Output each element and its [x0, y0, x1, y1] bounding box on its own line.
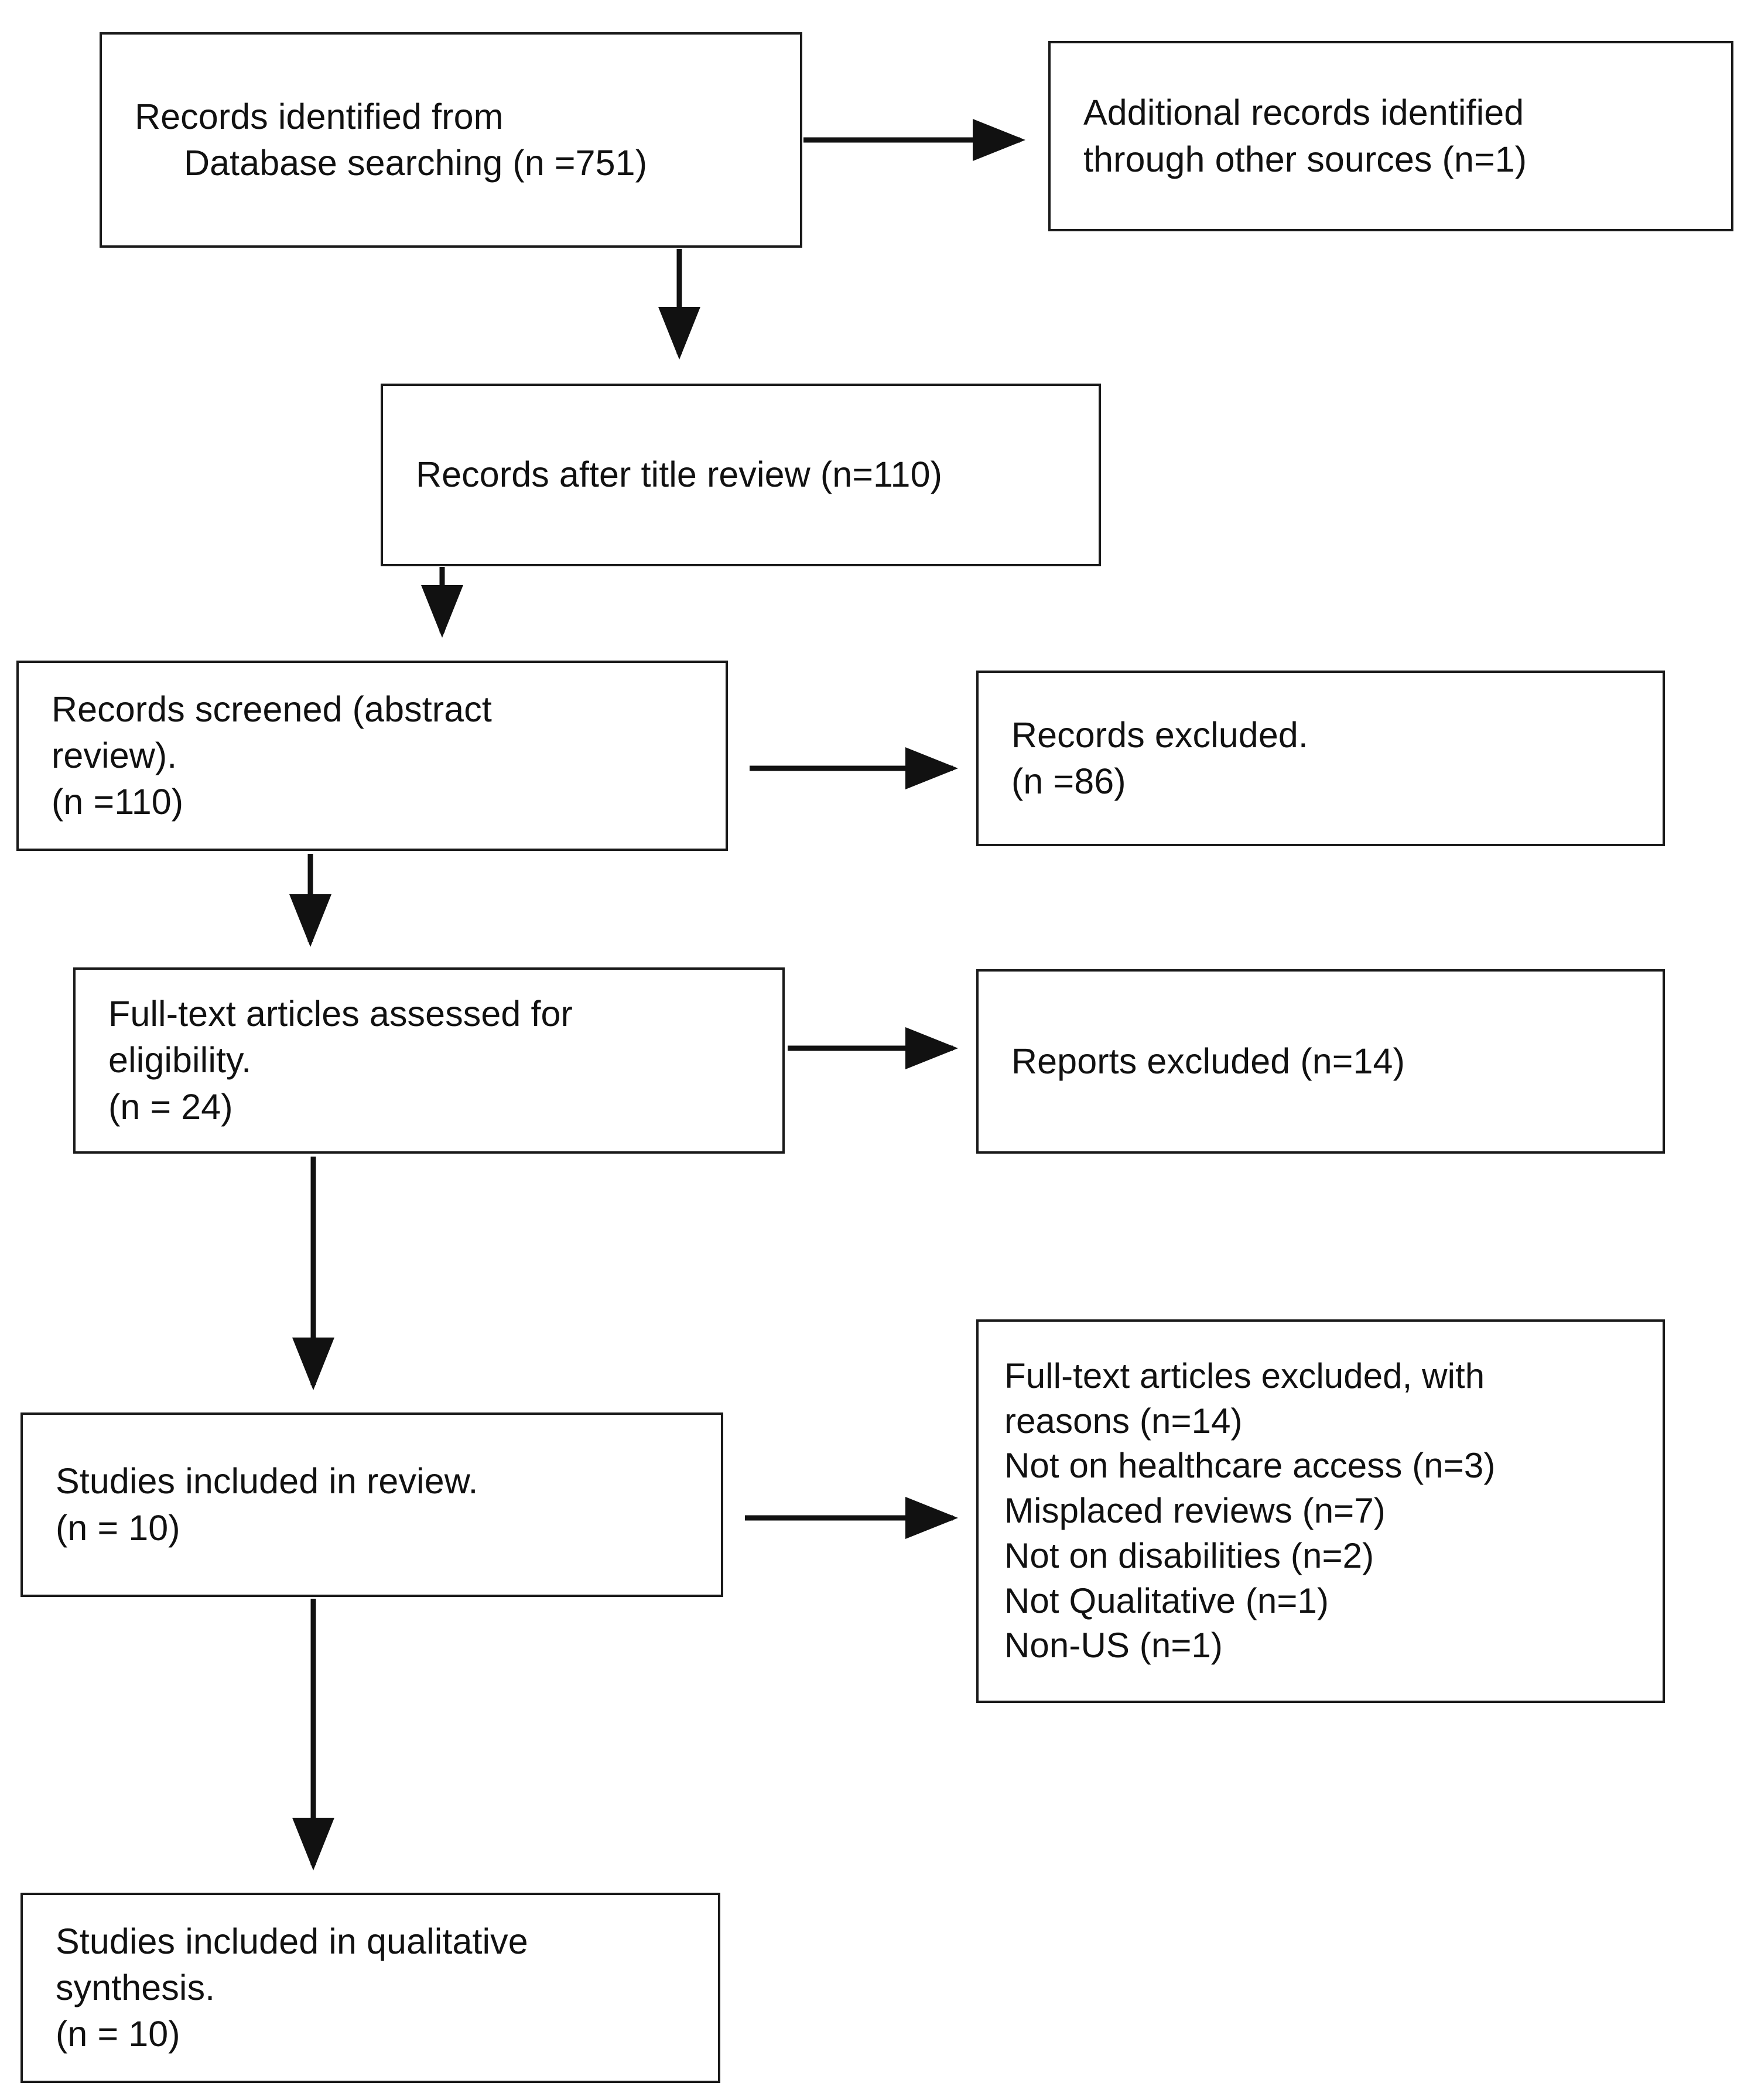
records-identified-line1: Records identified from: [135, 96, 504, 136]
box-fulltext-articles-assessed: Full-text articles assessed for eligibil…: [73, 967, 785, 1154]
box-records-after-title-review: Records after title review (n=110): [381, 384, 1101, 566]
box-records-screened: Records screened (abstract review). (n =…: [16, 661, 728, 851]
box-fulltext-excluded-with-reasons: Full-text articles excluded, with reasons…: [976, 1319, 1665, 1703]
exclusion-heading-line2: reasons (n=14): [1004, 1401, 1243, 1441]
box-studies-included-in-review: Studies included in review. (n = 10): [20, 1412, 723, 1597]
exclusion-heading-line1: Full-text articles excluded, with: [1004, 1356, 1485, 1396]
box-records-excluded: Records excluded. (n =86): [976, 671, 1665, 846]
exclusion-reason-item: Not on disabilities (n=2): [1004, 1535, 1374, 1575]
box-additional-records: Additional records identified through ot…: [1048, 41, 1733, 231]
box-additional-records-text: Additional records identified through ot…: [1083, 93, 1527, 179]
box-reports-excluded: Reports excluded (n=14): [976, 969, 1665, 1154]
exclusion-reason-item: Misplaced reviews (n=7): [1004, 1491, 1386, 1531]
box-records-screened-text: Records screened (abstract review). (n =…: [52, 689, 492, 822]
exclusion-reason-item: Not on healthcare access (n=3): [1004, 1446, 1496, 1486]
box-reports-excluded-text: Reports excluded (n=14): [1011, 1041, 1405, 1081]
box-studies-included-qualitative-synthesis: Studies included in qualitative synthesi…: [20, 1893, 720, 2083]
box-studies-included-qualitative-synthesis-text: Studies included in qualitative synthesi…: [56, 1921, 528, 2054]
exclusion-reason-item: Not Qualitative (n=1): [1004, 1581, 1329, 1620]
box-fulltext-excluded-with-reasons-text: Full-text articles excluded, with reasons…: [979, 1354, 1663, 1669]
exclusion-reason-item: Non-US (n=1): [1004, 1626, 1223, 1665]
records-identified-line2: Database searching (n =751): [184, 143, 648, 183]
box-records-excluded-text: Records excluded. (n =86): [1011, 714, 1308, 801]
box-records-after-title-review-text: Records after title review (n=110): [416, 454, 943, 495]
box-studies-included-in-review-text: Studies included in review. (n = 10): [56, 1461, 478, 1548]
box-fulltext-articles-assessed-text: Full-text articles assessed for eligibil…: [108, 994, 573, 1127]
